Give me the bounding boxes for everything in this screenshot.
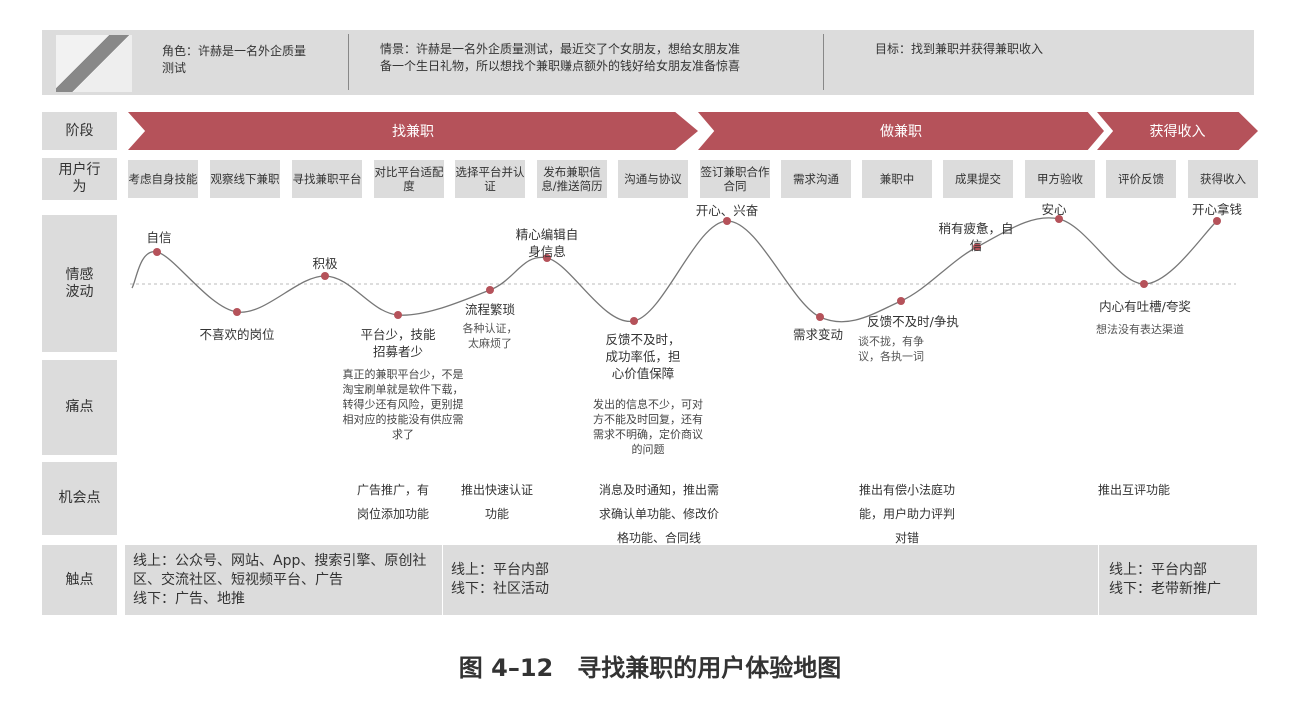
emotion-point [543,254,551,262]
emotion-point [394,311,402,319]
behavior-step: 获得收入 [1188,160,1258,198]
row-label-emotion: 情感波动 [42,215,117,352]
opportunity: 推出有偿小法庭功能，用户助力评判对错 [858,483,955,545]
emotion-label: 平台少，技能招募者少 [360,327,436,359]
touchpoint-income: 线上：平台内部线下：老带新推广 [1099,545,1257,615]
behavior-step: 对比平台适配度 [374,160,444,198]
persona-header: 角色：许赫是一名外企质量测试 情景：许赫是一名外企质量测试，最近交了个女朋友，想… [42,30,1254,95]
touchpoint-find: 线上：公众号、网站、App、搜索引擎、原创社区、交流社区、短视频平台、广告线下：… [125,545,442,615]
emotion-label: 不喜欢的岗位 [199,327,275,342]
emotion-point [723,217,731,225]
emotion-label: 内心有吐槽/夸奖 [1099,299,1191,314]
emotion-point [630,317,638,325]
behavior-step: 沟通与协议 [618,160,688,198]
emotion-label: 需求变动 [792,327,844,342]
emotion-label: 积极 [312,256,338,271]
behavior-step: 甲方验收 [1025,160,1095,198]
emotion-note: 谈不拢，有争议，各执一词 [858,335,924,363]
opportunity: 推出互评功能 [1097,483,1171,497]
emotion-label: 安心 [1041,202,1067,217]
figure-caption: 图 4–12 寻找兼职的用户体验地图 [458,654,842,682]
behavior-step: 兼职中 [862,160,932,198]
emotion-point [816,313,824,321]
emotion-label: 反馈不及时/争执 [867,314,959,329]
behavior-step: 寻找兼职平台 [292,160,362,198]
emotion-label: 精心编辑自身信息 [515,227,579,259]
opportunity: 消息及时通知，推出需求确认单功能、修改价格功能、合同线 [598,483,719,545]
touchpoint-online: 线上：公众号、网站、App、搜索引擎、原创社区、交流社区、短视频平台、广告 [133,552,427,588]
persona-photo [56,35,132,92]
emotion-point [486,286,494,294]
emotion-label: 稍有疲惫，自信 [938,221,1014,253]
behavior-step: 考虑自身技能 [128,160,198,198]
persona-scene-2: 备一个生日礼物，所以想找个兼职赚点额外的钱好给女朋友准备惊喜 [380,59,741,73]
emotion-label: 开心、兴奋 [695,203,759,218]
emotion-point [1055,215,1063,223]
persona-role: 角色：许赫是一名外企质量测试 [162,44,307,75]
row-label-behavior: 用户行为 [42,158,117,200]
stage-do-job: 做兼职 [698,112,1104,150]
emotion-label: 自信 [146,230,172,245]
touchpoint-offline: 线下：社区活动 [451,581,549,597]
persona-scene-1: 情景：许赫是一名外企质量测试，最近交了个女朋友，想给女朋友准 [380,42,741,56]
row-label-pain: 痛点 [42,360,117,455]
emotion-point [153,248,161,256]
behavior-step: 发布兼职信息/推送简历 [537,160,607,198]
touchpoint-offline: 线下：广告、地推 [133,590,245,607]
opportunity: 广告推广，有岗位添加功能 [356,483,429,521]
emotion-point [1213,217,1221,225]
pain-point: 真正的兼职平台少，不是淘宝刷单就是软件下载，转得少还有风险，更别提相对应的技能没… [342,368,464,441]
behavior-step: 评价反馈 [1106,160,1176,198]
emotion-point [233,308,241,316]
behavior-step: 需求沟通 [781,160,851,198]
pain-point: 发出的信息不少，可对方不能及时回复，还有需求不明确，定价商议的问题 [593,398,703,456]
behavior-step: 选择平台并认证 [455,160,525,198]
emotion-note: 各种认证，太麻烦了 [462,322,518,350]
emotion-label: 开心拿钱 [1191,202,1243,217]
touchpoint-online: 线上：平台内部 [451,562,549,578]
touchpoint-offline: 线下：老带新推广 [1109,581,1221,597]
touchpoint-online: 线上：平台内部 [1109,562,1207,578]
behavior-step: 签订兼职合作合同 [700,160,770,198]
emotion-label: 流程繁琐 [464,302,516,317]
emotion-label: 反馈不及时，成功率低，担心价值保障 [605,332,681,381]
row-label-stage: 阶段 [42,112,117,150]
stage-get-income: 获得收入 [1097,112,1258,150]
emotion-point [973,243,981,251]
stage-find-job: 找兼职 [128,112,698,150]
row-label-touchpoint: 触点 [42,545,117,615]
behavior-step: 成果提交 [943,160,1013,198]
touchpoint-do: 线上：平台内部线下：社区活动 [443,545,1098,615]
emotion-curve [131,217,1218,323]
emotion-point [897,297,905,305]
behavior-step: 观察线下兼职 [210,160,280,198]
emotion-point [321,272,329,280]
persona-goal: 目标：找到兼职并获得兼职收入 [875,42,1044,56]
row-label-opportunity: 机会点 [42,462,117,535]
emotion-note: 想法没有表达渠道 [1096,323,1184,336]
emotion-point [1140,280,1148,288]
opportunity: 推出快速认证功能 [461,483,534,521]
